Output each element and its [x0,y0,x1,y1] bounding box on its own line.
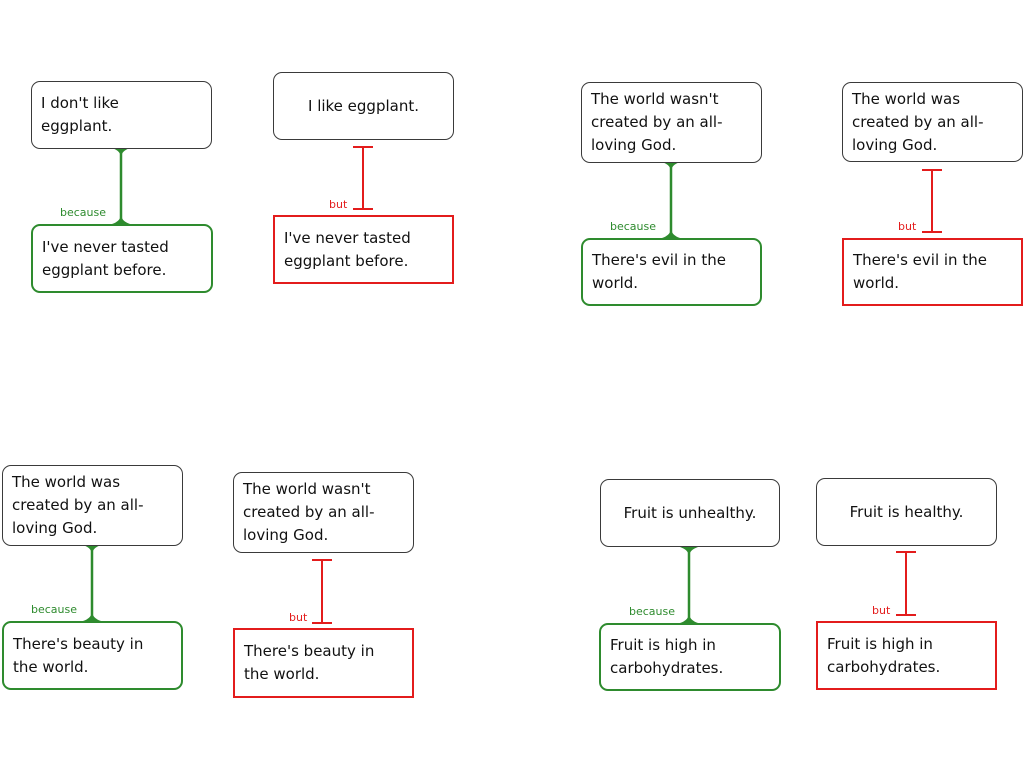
supporting-reason-box[interactable]: Fruit is high in carbohydrates. [599,623,781,691]
objection-connector-2 [922,169,942,233]
but-label: but [872,604,891,617]
claim-box[interactable]: Fruit is healthy. [816,478,997,546]
claim-box[interactable]: The world wasn't created by an all- lovi… [581,82,762,163]
claim-box[interactable]: Fruit is unhealthy. [600,479,780,547]
because-label: because [610,220,657,233]
because-label: because [31,603,78,616]
objecting-reason-box[interactable]: There's evil in the world. [842,238,1023,306]
but-label: but [289,611,308,624]
claim-box[interactable]: The world was created by an all- loving … [2,465,183,546]
objection-connector-1 [353,146,373,210]
claim-box[interactable]: I don't like eggplant. [31,81,212,149]
supporting-reason-box[interactable]: There's beauty in the world. [2,621,183,690]
because-label: because [60,206,107,219]
supporting-reason-box[interactable]: There's evil in the world. [581,238,762,306]
claim-box[interactable]: The world wasn't created by an all- lovi… [233,472,414,553]
objecting-reason-box[interactable]: There's beauty in the world. [233,628,414,698]
supporting-reason-box[interactable]: I've never tasted eggplant before. [31,224,213,293]
objection-connector-4 [896,551,916,616]
objecting-reason-box[interactable]: Fruit is high in carbohydrates. [816,621,997,690]
but-label: but [898,220,917,233]
but-label: but [329,198,348,211]
claim-box[interactable]: I like eggplant. [273,72,454,140]
objection-connector-3 [312,559,332,624]
objecting-reason-box[interactable]: I've never tasted eggplant before. [273,215,454,284]
because-label: because [629,605,676,618]
claim-box[interactable]: The world was created by an all- loving … [842,82,1023,162]
